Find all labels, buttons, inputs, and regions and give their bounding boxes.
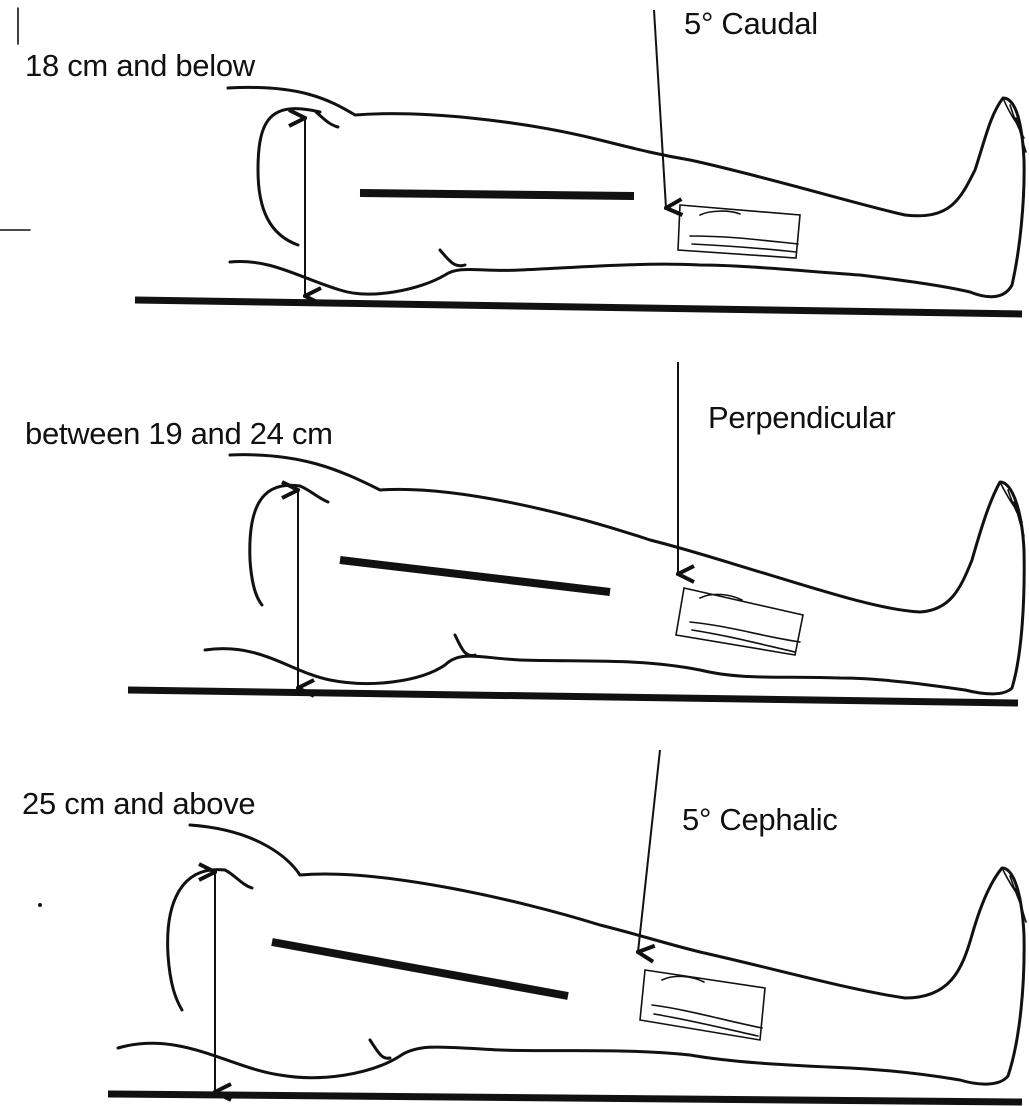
patient-leg-illustration xyxy=(0,730,1029,1106)
central-ray-arrow xyxy=(654,10,666,208)
femur-bar xyxy=(360,193,634,196)
leg-outline xyxy=(205,455,1024,694)
panel-thin-patient: 18 cm and below 5° Caudal xyxy=(0,0,1029,360)
hip-outline xyxy=(250,485,300,605)
femur-bar xyxy=(340,560,610,592)
hip-outline xyxy=(258,109,320,245)
femur-bar xyxy=(272,942,568,996)
patient-leg-illustration xyxy=(0,360,1029,730)
table-surface xyxy=(108,1094,1022,1102)
hip-outline xyxy=(168,870,225,1010)
table-surface xyxy=(135,300,1022,314)
table-surface xyxy=(128,690,1018,703)
scan-edge-mark xyxy=(0,8,30,230)
panel-medium-patient: between 19 and 24 cm Perpendicular xyxy=(0,360,1029,730)
central-ray-arrow xyxy=(638,750,660,952)
panel-thick-patient: 25 cm and above 5° Cephalic xyxy=(0,730,1029,1106)
patient-leg-illustration xyxy=(0,0,1029,360)
speck xyxy=(38,903,42,907)
leg-outline xyxy=(118,825,1024,1084)
